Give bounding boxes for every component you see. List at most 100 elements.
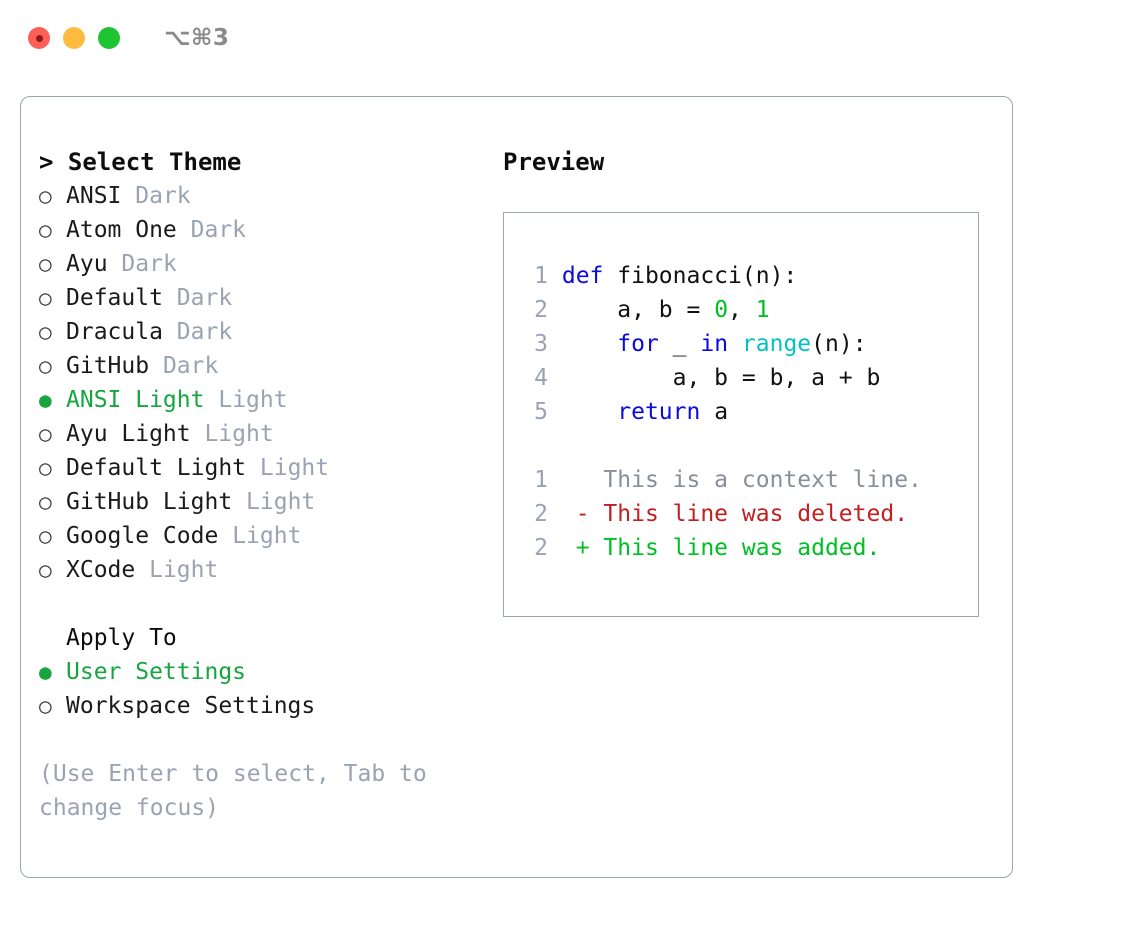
theme-picker-card: > Select Theme ○ANSI Dark○Atom One Dark○…	[20, 96, 1013, 878]
code-token: 0	[714, 297, 729, 323]
theme-option-row[interactable]: ○Dracula Dark	[39, 315, 483, 349]
apply-to-option-row[interactable]: ○Workspace Settings	[39, 689, 483, 723]
theme-option-label: Default Light	[66, 455, 247, 481]
theme-option-label: ANSI	[66, 183, 122, 209]
radio-unselected-icon: ○	[39, 558, 52, 582]
theme-option-category: Light	[246, 489, 316, 515]
code-token: a	[700, 399, 729, 425]
preview-heading: Preview	[503, 148, 605, 176]
spacer	[191, 417, 205, 451]
theme-option-row[interactable]: ○ Default Dark	[39, 281, 483, 315]
spacer	[163, 315, 177, 349]
code-token: This is a context line.	[561, 467, 922, 493]
radio-unselected-icon: ○	[39, 218, 52, 242]
theme-option-row[interactable]: ○ ANSI Dark	[39, 179, 483, 213]
keyboard-hint-text: (Use Enter to select, Tab to change focu…	[39, 761, 427, 821]
code-token: in	[700, 331, 729, 357]
code-token: return	[617, 399, 701, 425]
theme-option-row[interactable]: ○Google Code Light	[39, 519, 483, 553]
code-line: 2 a, b = 0, 1	[526, 293, 978, 327]
apply-to-heading-label: Apply To	[66, 625, 177, 651]
theme-option-label: XCode	[66, 557, 136, 583]
theme-option-row[interactable]: ○ XCode Light	[39, 553, 483, 587]
maximize-button-icon[interactable]	[98, 27, 120, 49]
theme-option-category: Light	[149, 557, 219, 583]
apply-to-option-row[interactable]: ●User Settings	[39, 655, 483, 689]
apply-to-heading-marker	[39, 621, 66, 655]
spacer	[135, 553, 149, 587]
line-number: 5	[534, 399, 548, 425]
apply-to-heading: Apply To	[39, 621, 483, 655]
code-line: 1 def fibonacci(n):	[526, 259, 978, 293]
theme-option-row[interactable]: ○ Default Light Light	[39, 451, 483, 485]
code-token	[728, 331, 742, 357]
radio-unselected-icon: ○	[39, 320, 52, 344]
theme-option-category: Dark	[176, 285, 233, 311]
theme-option-row[interactable]: ○GitHub Light Light	[39, 485, 483, 519]
apply-to-option-label: User Settings	[66, 659, 247, 685]
code-line: 1 This is a context line.	[526, 463, 978, 497]
line-number: 1	[534, 467, 548, 493]
theme-option-row[interactable]: ● ANSI Light Light	[39, 383, 483, 417]
theme-option-label: GitHub Light	[66, 489, 233, 515]
spacer	[246, 451, 260, 485]
radio-selected-icon: ●	[39, 388, 52, 412]
code-token: 1	[755, 297, 770, 323]
theme-option-label: Default	[66, 285, 163, 311]
radio-unselected-icon: ○	[39, 422, 52, 446]
theme-selection-pane: > Select Theme ○ANSI Dark○Atom One Dark○…	[21, 97, 483, 877]
spacer	[548, 501, 562, 527]
spacer	[548, 263, 562, 289]
select-theme-heading-label: Select Theme	[67, 148, 242, 176]
theme-list: ○ANSI Dark○Atom One Dark○Ayu Dark○Defaul…	[39, 179, 483, 587]
window-controls	[28, 27, 120, 49]
spacer	[548, 331, 562, 357]
keyboard-shortcut-label: ⌥⌘3	[164, 25, 230, 51]
code-token: ,	[728, 297, 756, 323]
code-token: def	[561, 263, 604, 289]
minimize-button-icon[interactable]	[63, 27, 85, 49]
spacer	[548, 433, 562, 459]
theme-option-category: Dark	[135, 183, 191, 209]
spacer	[121, 179, 135, 213]
theme-option-row[interactable]: ○Ayu Dark	[39, 247, 483, 281]
code-token: (n):	[811, 331, 867, 357]
code-line: 2 - This line was deleted.	[526, 497, 978, 531]
code-line: 5 return a	[526, 395, 978, 429]
radio-unselected-icon: ○	[39, 456, 52, 480]
theme-option-label: GitHub	[66, 353, 150, 379]
spacer	[204, 383, 218, 417]
theme-option-category: Light	[218, 387, 288, 413]
line-number: 2	[534, 297, 548, 323]
close-button-icon[interactable]	[28, 27, 50, 49]
spacer	[177, 213, 191, 247]
code-token	[562, 331, 617, 357]
theme-option-label: Ayu Light	[66, 421, 191, 447]
spacer	[163, 281, 177, 315]
line-number: 1	[534, 263, 548, 289]
spacer	[548, 399, 562, 425]
theme-option-label: Dracula	[66, 319, 163, 345]
theme-option-row[interactable]: ○GitHub Dark	[39, 349, 483, 383]
title-bar: ⌥⌘3	[0, 0, 1140, 76]
spacer	[548, 535, 562, 561]
theme-option-row[interactable]: ○Atom One Dark	[39, 213, 483, 247]
radio-unselected-icon: ○	[39, 184, 52, 208]
theme-option-label: ANSI Light	[66, 387, 205, 413]
spacer	[232, 485, 246, 519]
radio-unselected-icon: ○	[39, 286, 52, 310]
theme-option-category: Light	[259, 455, 330, 481]
spacer	[548, 297, 562, 323]
theme-option-category: Dark	[162, 353, 219, 379]
line-number: 3	[534, 331, 548, 357]
theme-option-label: Ayu	[66, 251, 108, 277]
theme-option-row[interactable]: ○Ayu Light Light	[39, 417, 483, 451]
line-number: 4	[534, 365, 548, 391]
code-token: _	[658, 331, 701, 357]
code-token	[562, 399, 617, 425]
line-number: 2	[534, 535, 548, 561]
code-token: range	[741, 331, 812, 357]
code-token: a, b =	[561, 297, 715, 323]
